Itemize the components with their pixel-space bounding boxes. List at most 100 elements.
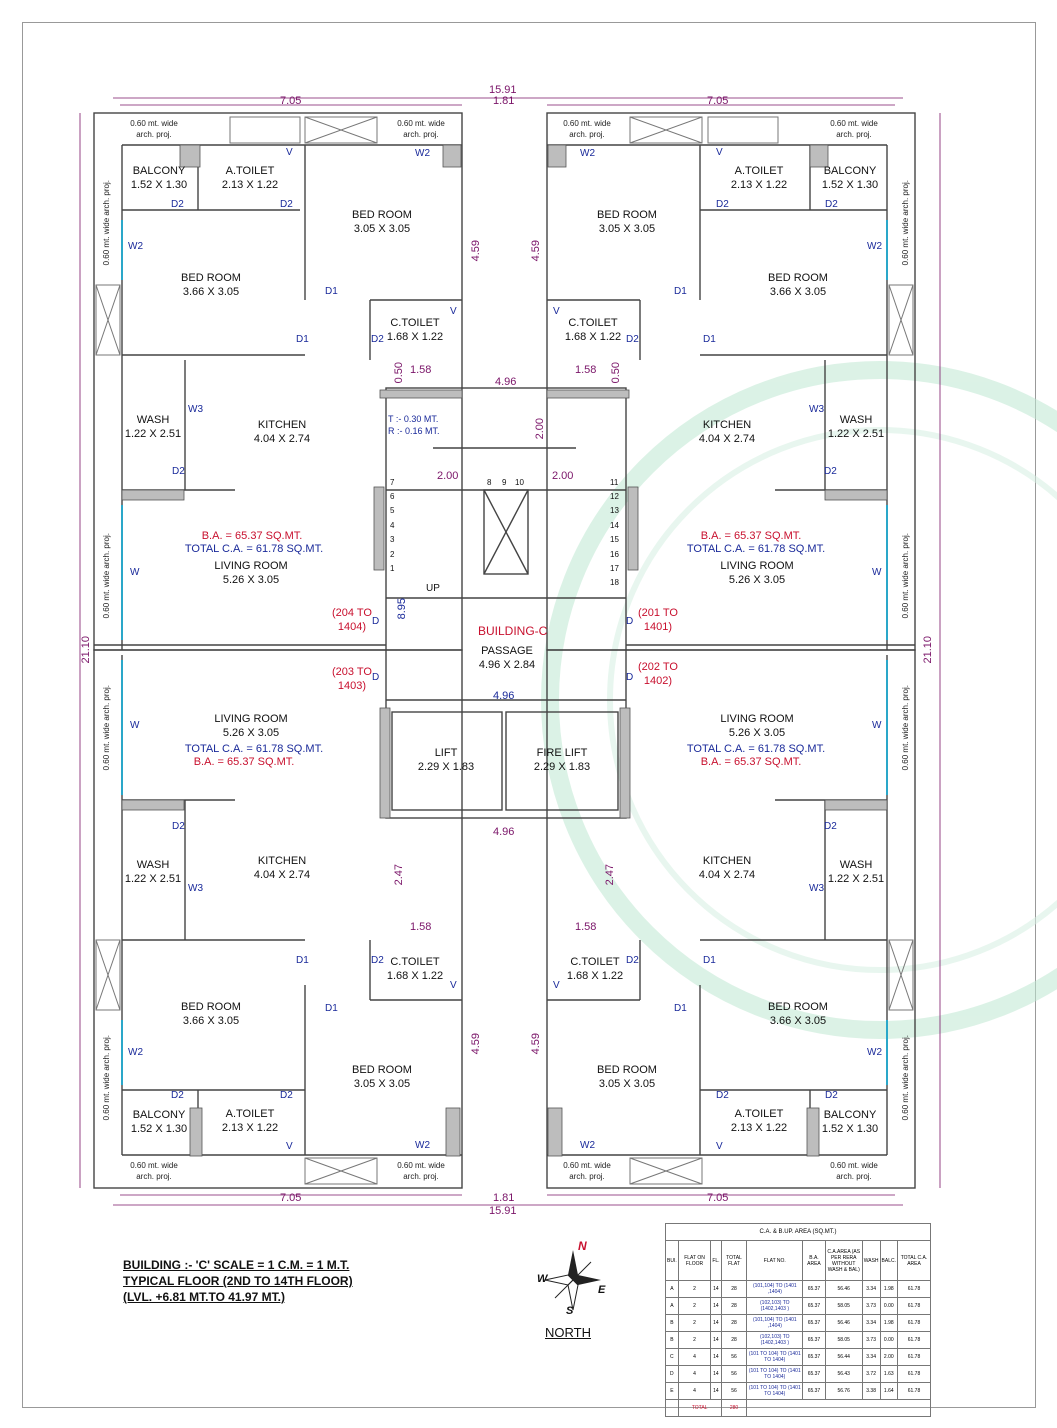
dim-wing-sw-bottom: 7.05 [280,1192,302,1204]
dim-nw-wing-depth: 4.59 [470,240,482,262]
dim-overall-top: 15.91 [489,84,517,96]
mark-d2: D2 [825,199,838,210]
mark-w: W [872,567,882,578]
dim-core-stair-top: 4.96 [495,376,517,388]
table-cell: 56.43 [824,1365,863,1383]
table-cell [665,1399,679,1417]
mark-d2: D2 [172,821,185,832]
dim-stair-gap-right: 0.50 [610,362,622,384]
ca-ne: TOTAL C.A. = 61.78 SQ.MT. [686,543,826,555]
mark-d2: D2 [716,199,729,210]
table-cell: (102,103) TO (1402,1403 ) [746,1331,804,1349]
table-cell: 3.73 [861,1297,881,1315]
table-cell: 58.05 [824,1297,863,1315]
stair-step: 17 [610,564,619,573]
building-label: BUILDING-C [478,624,548,638]
table-cell: 56.46 [824,1314,863,1332]
stair-step: 6 [390,492,395,501]
mark-d1: D1 [325,286,338,297]
mark-d: D [372,672,380,683]
table-cell: 14 [710,1314,722,1332]
table-cell: 14 [710,1365,722,1383]
mark-w3: W3 [809,883,824,894]
table-cell: A [665,1297,679,1315]
mark-v: V [716,1141,723,1152]
mark-d2: D2 [825,1090,838,1101]
mark-d1: D1 [703,955,716,966]
mark-d1: D1 [674,286,687,297]
table-cell: 3.38 [861,1382,881,1400]
table-cell: E [665,1382,679,1400]
wing-se [546,649,916,1189]
mark-d: D [372,616,380,627]
table-cell: 1.98 [879,1314,899,1332]
table-cell: 61.78 [897,1348,931,1366]
total-label: TOTAL [677,1399,722,1417]
mark-w2: W2 [867,241,882,252]
col-header: B.A. AREA [802,1240,826,1281]
mark-d2: D2 [280,1090,293,1101]
table-cell: (101 TO 104) TO (1401 TO 1404) [746,1382,804,1400]
stair-step: 2 [390,550,395,559]
proj-label-left-1: 0.60 mt. wide arch. proj. [102,180,111,266]
stair-step: 12 [610,492,619,501]
table-cell: 56.44 [824,1348,863,1366]
stair-tread: T :- 0.30 MT. [388,414,439,424]
stair-step: 7 [390,478,395,487]
mark-d2: D2 [171,1090,184,1101]
proj-label-left-4: 0.60 mt. wide arch. proj. [102,1035,111,1121]
table-cell: 4 [677,1365,712,1383]
mark-w3: W3 [809,404,824,415]
mark-d2: D2 [371,334,384,345]
total-value: 280 [720,1399,748,1417]
area-table: C.A. & B.UP. AREA (SQ.MT.) BUI. FLAT ON … [665,1223,931,1417]
dim-core-top: 1.81 [493,95,515,107]
table-cell: 61.78 [897,1280,931,1298]
table-cell: 56 [720,1348,748,1366]
stair-step: 18 [610,578,619,587]
table-cell: 28 [720,1331,748,1349]
mark-v: V [450,980,457,991]
compass-s: S [566,1305,574,1317]
mark-w2: W2 [580,1140,595,1151]
mark-d1: D1 [296,334,309,345]
mark-v: V [553,980,560,991]
table-cell: 56.76 [824,1382,863,1400]
dim-toilet-sw: 1.58 [410,921,432,933]
stair-step: 11 [610,478,619,487]
table-cell: 28 [720,1297,748,1315]
table-cell: 3.72 [861,1365,881,1383]
col-header: FLAT ON FLOOR [677,1240,712,1281]
mark-d: D [626,616,634,627]
mark-w2: W2 [867,1047,882,1058]
col-header: WASH [861,1240,881,1281]
mark-d1: D1 [325,1003,338,1014]
mark-v: V [450,306,457,317]
table-cell: (101,104) TO (1401 ,1404) [746,1314,804,1332]
ca-se: TOTAL C.A. = 61.78 SQ.MT. [686,743,826,755]
sheet-border [22,22,1036,1408]
table-cell: 1.63 [879,1365,899,1383]
table-cell: B [665,1314,679,1332]
stair-step: 13 [610,506,619,515]
table-cell: 1.98 [879,1280,899,1298]
dim-ne-wing-depth: 4.59 [530,240,542,262]
compass-label: NORTH [545,1325,591,1340]
drawing-title: BUILDING :- 'C' SCALE = 1 C.M. = 1 M.T. … [123,1257,353,1305]
stair-step: 1 [390,564,395,573]
